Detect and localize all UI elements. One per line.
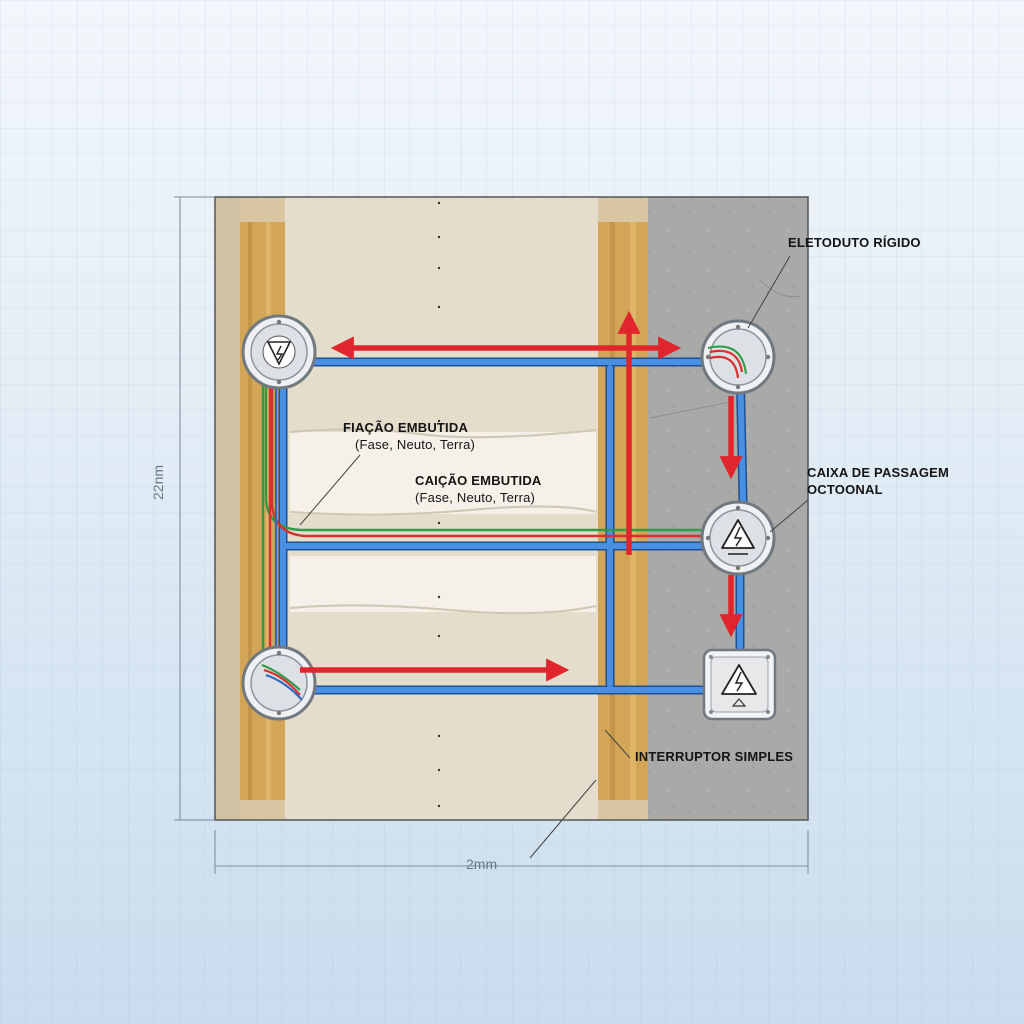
label-caicao-sub: (Fase, Neuto, Terra) [415, 490, 536, 505]
electrical-hazard-icon [721, 519, 755, 555]
phase-wire [268, 376, 714, 662]
electrical-hazard-icon [721, 664, 757, 707]
bottom-left-junction-box [241, 645, 317, 721]
rigid-conduits [278, 357, 748, 695]
label-interruptor-simples: INTERRUPTOR SIMPLES [635, 749, 794, 764]
left-plaster-strip [215, 197, 240, 820]
drywall-cut-lower [290, 556, 596, 612]
label-fiacao-embutida: FIAÇÃO EMBUTIDA [343, 420, 469, 435]
leader-lines [299, 255, 809, 859]
label-caicao-embutida: CAIÇÃO EMBUTIDA [415, 473, 542, 488]
drywall-cut-upper [290, 432, 596, 514]
flow-arrows [300, 310, 743, 682]
screw-marks [437, 201, 441, 808]
top-right-junction-box [700, 319, 776, 395]
embedded-wiring [261, 376, 714, 662]
switch-box [702, 648, 777, 721]
dimension-lines [174, 196, 809, 874]
top-left-junction-box [241, 314, 317, 390]
dimension-height: 22nm [150, 464, 166, 500]
label-caixa-passagem: CAIXA DE PASSAGEM [807, 465, 950, 480]
label-fiacao-sub: (Fase, Neuto, Terra) [355, 437, 476, 452]
octagonal-junction-box [700, 500, 776, 576]
label-caixa-octoonal: OCTOONAL [807, 482, 883, 497]
dimension-width: 2mm [466, 856, 498, 872]
label-eletroduto-rigido: ELETODUTO RÍGIDO [788, 235, 921, 250]
